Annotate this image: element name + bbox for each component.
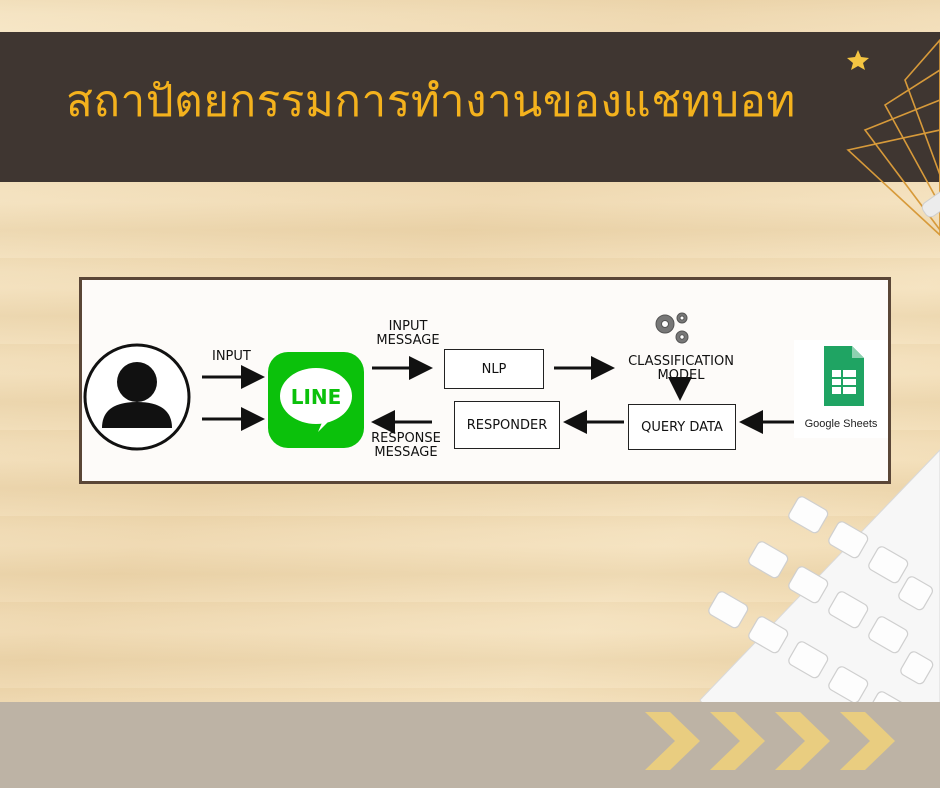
nlp-label: NLP — [481, 361, 507, 377]
google-sheets-label: Google Sheets — [804, 418, 878, 430]
responder-box: RESPONDER — [454, 401, 560, 449]
line-logo-text: LINE — [290, 385, 342, 409]
footer-band — [0, 702, 940, 788]
input-label: INPUT — [212, 349, 251, 364]
page-title: สถาปัตยกรรมการทำงานของแชทบอท — [66, 76, 796, 127]
diagram-arrows — [83, 312, 797, 451]
query-data-label: QUERY DATA — [641, 419, 723, 435]
google-sheets-logo: Google Sheets — [794, 340, 888, 438]
line-logo: LINE — [268, 352, 364, 448]
classification-model-label: CLASSIFICATION MODEL — [628, 354, 734, 383]
nlp-box: NLP — [444, 349, 544, 389]
input-message-label: INPUT MESSAGE — [376, 319, 440, 348]
google-sheets-icon — [824, 346, 864, 406]
response-message-label: RESPONSE MESSAGE — [371, 431, 441, 460]
query-data-box: QUERY DATA — [628, 404, 736, 450]
header-band — [0, 32, 940, 182]
architecture-diagram: INPUT LINE INPUT MESSAGE NLP CLASSIFICAT… — [79, 277, 891, 484]
responder-label: RESPONDER — [466, 417, 548, 433]
user-avatar-icon — [83, 343, 191, 451]
gears-icon — [655, 312, 689, 344]
